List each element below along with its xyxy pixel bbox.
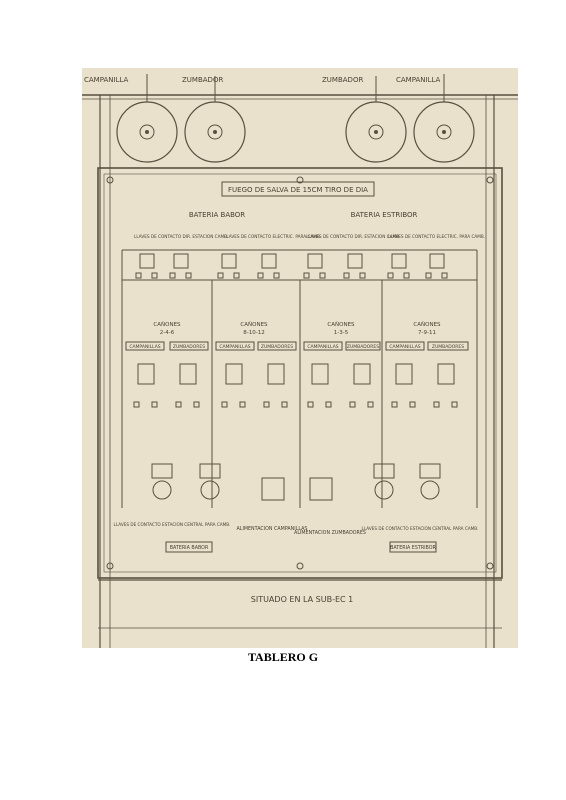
canon-group-2-title: CAÑONES — [240, 321, 268, 328]
label-zumbador-right: ZUMBADOR — [322, 76, 363, 84]
alimentacion-zumbadores: ALIMENTACION ZUMBADORES — [294, 530, 366, 536]
bateria-babor-bottom-box — [165, 541, 213, 553]
panel-screws — [106, 176, 494, 570]
canon-group-1-title: CAÑONES — [153, 321, 181, 328]
canon-group-3-title: CAÑONES — [327, 321, 355, 328]
figure-caption: TABLERO G — [247, 650, 319, 664]
row-label-8: ZUMBADORES — [432, 344, 464, 350]
canon-group-4-title: CAÑONES — [413, 321, 441, 328]
blueprint-scan: CAMPANILLA ZUMBADOR ZUMBADOR CAMPANILLA — [82, 68, 518, 648]
alimentacion-campanillas: ALIMENTACION CAMPANILLAS — [237, 526, 308, 532]
main-panel — [97, 167, 503, 579]
bell-left — [116, 74, 178, 163]
switch-row-1 — [139, 253, 445, 269]
canon-group-2: CAÑONES 8-10-12 — [240, 321, 268, 336]
main-panel-inner — [103, 173, 497, 573]
label-bateria-estribor: BATERIA ESTRIBOR — [351, 211, 418, 219]
row-label-3: CAMPANILLAS — [219, 344, 250, 350]
bus-lines — [121, 249, 478, 508]
lower-device-5 — [373, 463, 395, 500]
lower-device-1 — [151, 463, 173, 500]
wiring-diagram: CAMPANILLA ZUMBADOR ZUMBADOR CAMPANILLA — [82, 74, 518, 648]
terminal-row-1 — [135, 272, 448, 279]
row-labels: CAMPANILLAS ZUMBADORES CAMPANILLAS ZUMBA… — [125, 341, 469, 351]
terminal-row-2 — [133, 401, 458, 408]
contact-keys-4: LLAVES DE CONTACTO ELECTRIC. PARA CAMB. — [388, 234, 485, 239]
lower-right-note: LLAVES DE CONTACTO ESTACION CENTRAL PARA… — [362, 526, 479, 531]
lower-device-2 — [199, 463, 221, 500]
canon-group-2-numbers: 8-10-12 — [243, 330, 264, 336]
bateria-babor-bottom: BATERIA BABOR — [170, 545, 209, 551]
canon-group-3-numbers: 1-3-5 — [334, 330, 349, 336]
contact-keys-1: LLAVES DE CONTACTO DIR. ESTACION CAMB. — [134, 234, 228, 239]
row-label-1: CAMPANILLAS — [129, 344, 160, 350]
contact-keys-3: LLAVES DE CONTACTO DIR. ESTACION CAMB. — [306, 234, 400, 239]
row-label-4: ZUMBADORES — [261, 344, 293, 350]
row-label-7: CAMPANILLAS — [389, 344, 420, 350]
canon-group-4: CAÑONES 7-9-11 — [413, 321, 441, 336]
canon-group-1-numbers: 2-4-6 — [160, 330, 175, 336]
bateria-estribor-bottom-box — [389, 541, 437, 553]
row-label-2: ZUMBADORES — [173, 344, 205, 350]
contact-keys-2: LLAVES DE CONTACTO ELECTRIC. PARA CAMB. — [224, 234, 321, 239]
label-zumbador-left: ZUMBADOR — [182, 76, 223, 84]
row-label-6: ZUMBADORES — [347, 344, 379, 350]
row-label-5: CAMPANILLAS — [307, 344, 338, 350]
canon-group-3: CAÑONES 1-3-5 — [327, 321, 355, 336]
lower-device-6 — [419, 463, 441, 500]
bateria-estribor-bottom: BATERIA ESTRIBOR — [390, 545, 436, 551]
board-title-box — [221, 181, 375, 197]
canon-group-1: CAÑONES 2-4-6 — [153, 321, 181, 336]
bell-right — [413, 74, 475, 163]
lower-device-3 — [261, 477, 285, 501]
lower-left-note: LLAVES DE CONTACTO ESTACION CENTRAL PARA… — [114, 522, 231, 527]
switch-row-2 — [137, 363, 455, 385]
buzzer-right — [345, 76, 407, 163]
situado-label: SITUADO EN LA SUB-EC 1 — [251, 595, 353, 604]
board-title: FUEGO DE SALVA DE 15CM TIRO DE DIA — [228, 186, 368, 194]
canon-group-4-numbers: 7-9-11 — [418, 330, 436, 336]
label-campanilla-right: CAMPANILLA — [396, 76, 441, 84]
buzzer-left — [184, 76, 246, 163]
label-bateria-babor: BATERIA BABOR — [189, 211, 245, 219]
label-campanilla-left: CAMPANILLA — [84, 76, 129, 84]
lower-device-4 — [309, 477, 333, 501]
